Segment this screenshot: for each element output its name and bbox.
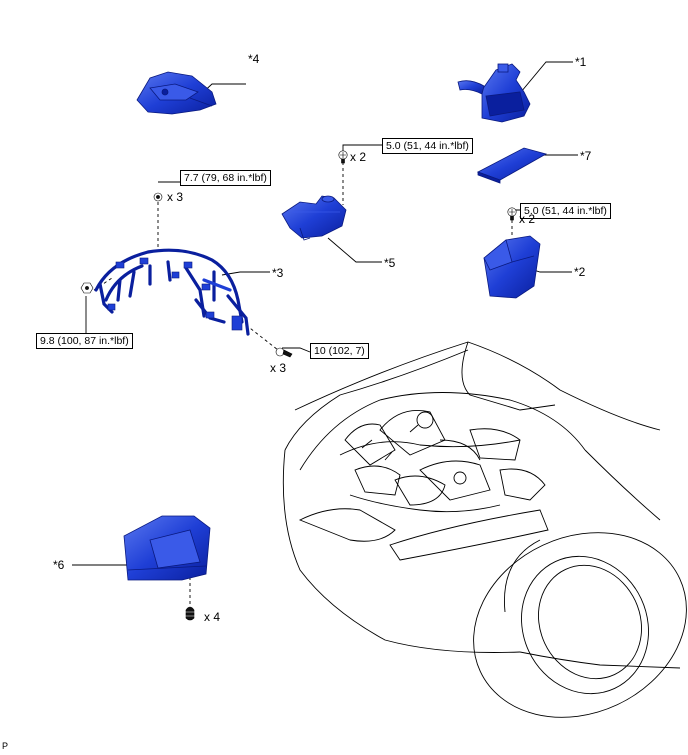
callout-4: *4: [248, 52, 260, 66]
dashed-lines: [93, 162, 513, 606]
bolt-icon-part5: [338, 150, 348, 164]
part-6-under-cover: [123, 515, 211, 581]
qty-part5: x 2: [350, 150, 367, 164]
torque-harness-bolt: 10 (102, 7): [310, 343, 369, 359]
part-3-connectors: [107, 257, 243, 331]
qty-part2: x 2: [519, 212, 536, 226]
fasteners: [80, 150, 517, 621]
nut-icon-harness-top: [153, 192, 163, 202]
part-2-bracket: [483, 235, 541, 299]
bolt-icon-harness: [275, 347, 293, 358]
callout-3: *3: [272, 266, 284, 280]
callout-1: *1: [575, 55, 587, 69]
part-4-engine-cover: [136, 71, 217, 115]
figure-code: P: [2, 741, 9, 751]
nut-icon-harness-left: [80, 282, 94, 294]
bolt-icon-part2: [507, 207, 517, 221]
callout-7: *7: [580, 149, 592, 163]
torque-part5: 5.0 (51, 44 in.*lbf): [382, 138, 473, 154]
callout-6: *6: [53, 558, 65, 572]
part-5-reservoir: [281, 195, 347, 241]
callout-2: *2: [574, 265, 586, 279]
callout-5: *5: [384, 256, 396, 270]
part-1-air-cleaner: [457, 63, 531, 123]
leader-lines: [68, 61, 578, 566]
torque-harness-left: 9.8 (100, 87 in.*lbf): [36, 333, 133, 349]
clip-icon-part6: [185, 606, 195, 621]
part-7-cover: [477, 147, 548, 184]
torque-harness-top: 7.7 (79, 68 in.*lbf): [180, 170, 271, 186]
torque-part2: 5.0 (51, 44 in.*lbf): [520, 203, 611, 219]
vehicle-outline: [282, 341, 687, 718]
qty-part6: x 4: [204, 610, 221, 624]
qty-harness-bolt: x 3: [270, 361, 287, 375]
qty-harness-top: x 3: [167, 190, 184, 204]
